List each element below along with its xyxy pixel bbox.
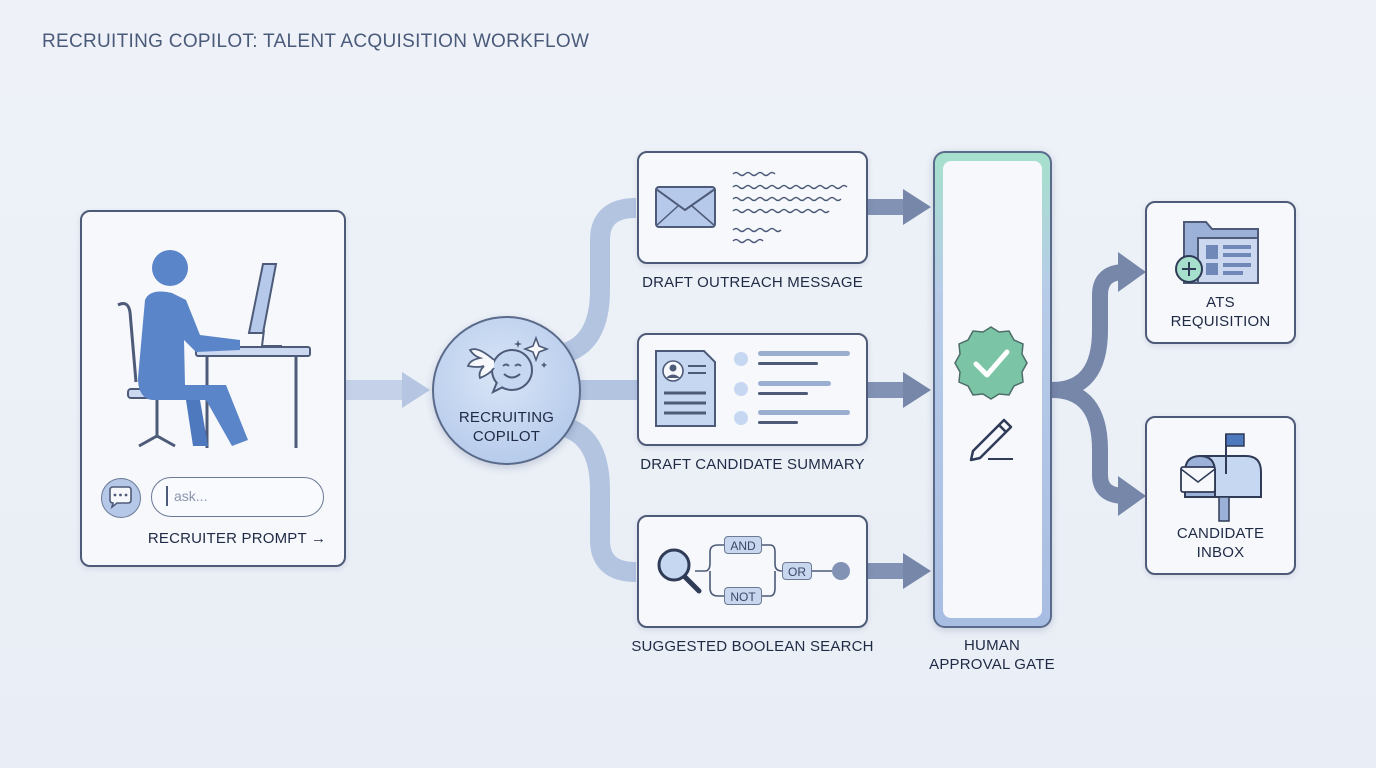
copilot-label-line2: COPILOT	[472, 428, 541, 445]
copilot-label-line1: RECRUITING	[458, 409, 555, 426]
prompt-input[interactable]: ask...	[151, 477, 324, 517]
branch-to-search	[563, 418, 637, 582]
branch-to-ats	[1051, 264, 1126, 398]
and-operator: AND	[724, 536, 762, 554]
chat-bubble-icon	[109, 486, 132, 510]
page-title: RECRUITING COPILOT: TALENT ACQUISITION W…	[42, 31, 590, 52]
or-operator: OR	[782, 562, 812, 580]
arrowhead-outreach-to-gate	[903, 189, 931, 225]
arrowhead-to-inbox	[1118, 476, 1146, 516]
recruiter-prompt-label: RECRUITER PROMPT →	[147, 530, 327, 547]
draft-summary-label: DRAFT CANDIDATE SUMMARY	[640, 456, 865, 473]
inbox-label-line2: INBOX	[1196, 544, 1245, 561]
branch-to-outreach	[563, 198, 637, 362]
draft-outreach-label: DRAFT OUTREACH MESSAGE	[642, 274, 863, 291]
boolean-search-card[interactable]	[637, 515, 868, 628]
arrowhead-summary-to-gate	[903, 372, 931, 408]
text-caret	[166, 486, 168, 506]
not-operator: NOT	[724, 587, 762, 605]
arrowhead-recruiter-to-copilot	[402, 372, 430, 408]
draft-outreach-card[interactable]	[637, 151, 868, 264]
ats-label-line2: REQUISITION	[1170, 313, 1271, 330]
arrowhead-search-to-gate	[903, 553, 931, 589]
arrowhead-to-ats	[1118, 252, 1146, 292]
gate-label-line1: HUMAN	[964, 637, 1020, 654]
boolean-search-label: SUGGESTED BOOLEAN SEARCH	[631, 638, 874, 655]
branch-to-inbox	[1051, 382, 1126, 504]
approval-gate	[933, 151, 1052, 628]
gate-label-line2: APPROVAL GATE	[929, 656, 1055, 673]
inbox-label-line1: CANDIDATE	[1176, 525, 1265, 542]
draft-summary-card[interactable]	[637, 333, 868, 446]
chat-button[interactable]	[101, 478, 141, 518]
ats-label-line1: ATS	[1206, 294, 1235, 311]
